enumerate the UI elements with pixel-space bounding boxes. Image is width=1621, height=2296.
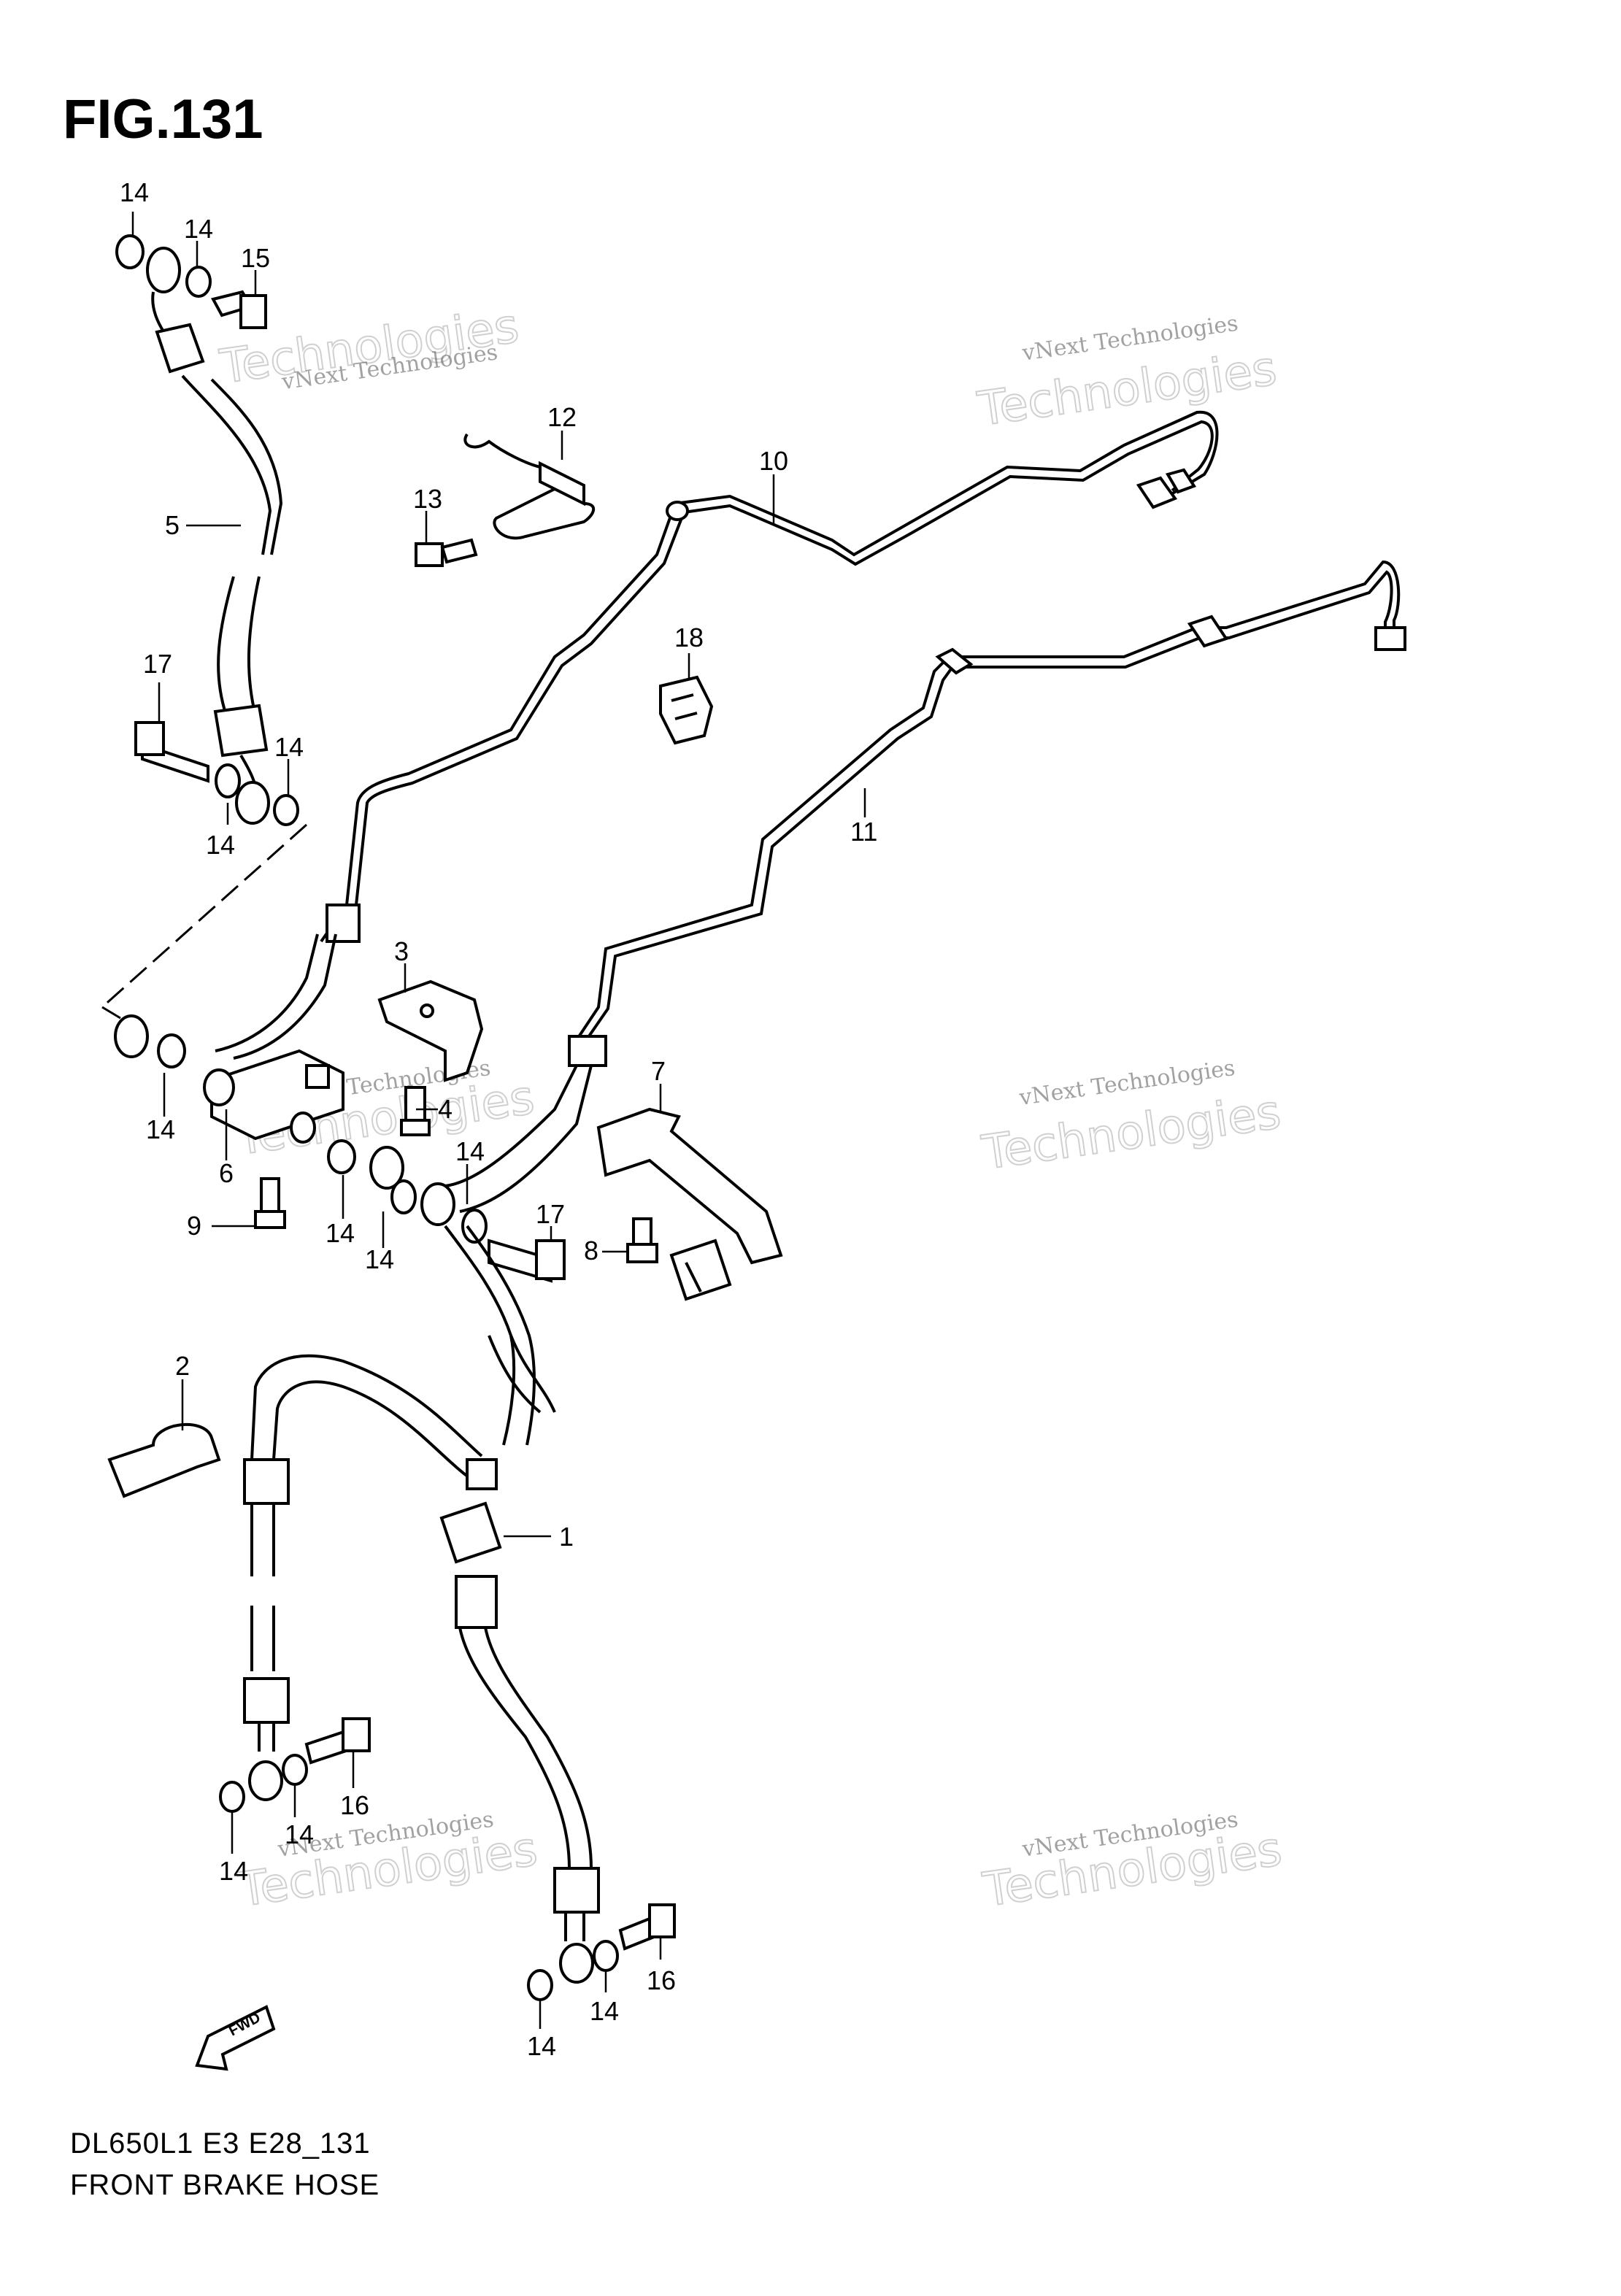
bolt-4 bbox=[400, 1086, 431, 1136]
callout-14: 14 bbox=[455, 1136, 485, 1166]
union-bolt-head bbox=[134, 721, 165, 756]
washer bbox=[327, 1139, 356, 1174]
hose-joint-left bbox=[114, 933, 337, 1068]
callout-14: 14 bbox=[527, 2031, 556, 2061]
pipe-fitting bbox=[935, 647, 974, 675]
bolt-9 bbox=[254, 1177, 286, 1229]
washer bbox=[593, 1940, 619, 1972]
banjo-fitting bbox=[235, 781, 270, 825]
watermark-top-right: Technologies vNext Technologies bbox=[974, 311, 1280, 438]
callout-14: 14 bbox=[365, 1244, 394, 1274]
washer bbox=[282, 1754, 308, 1786]
pipe-fitting bbox=[1136, 476, 1178, 509]
connection-line bbox=[101, 823, 307, 1009]
callout-11: 11 bbox=[850, 817, 877, 847]
diagram-caption: FRONT BRAKE HOSE bbox=[70, 2169, 380, 2201]
callout-14: 14 bbox=[120, 177, 149, 207]
watermark-mid-right: Technologies vNext Technologies bbox=[978, 1055, 1285, 1182]
callout-13: 13 bbox=[413, 484, 442, 514]
washer bbox=[461, 1209, 488, 1244]
callout-14: 14 bbox=[285, 1819, 314, 1849]
bracket-7 bbox=[596, 1107, 783, 1301]
callout-14: 14 bbox=[146, 1114, 175, 1144]
callout-14: 14 bbox=[184, 214, 213, 244]
callout-6: 6 bbox=[219, 1158, 234, 1188]
callout-1: 1 bbox=[559, 1522, 574, 1552]
watermark-bottom-left: Technologies vNext Technologies bbox=[234, 1807, 541, 1919]
union-bolt-head bbox=[239, 294, 267, 329]
pipe-nut bbox=[568, 1035, 607, 1067]
brake-hose-lower bbox=[219, 1225, 676, 2001]
pipe-fitting bbox=[1165, 468, 1197, 494]
callout-12: 12 bbox=[547, 402, 577, 432]
three-way-joint-6 bbox=[203, 1049, 344, 1144]
banjo-fitting bbox=[559, 1943, 594, 1984]
callout-18: 18 bbox=[674, 623, 704, 652]
bolt-13 bbox=[415, 538, 478, 567]
washer bbox=[390, 1179, 417, 1214]
callout-16: 16 bbox=[647, 1965, 676, 1995]
brake-pipe-10 bbox=[320, 410, 1219, 943]
callout-17: 17 bbox=[143, 649, 172, 679]
hose-clamp-2 bbox=[107, 1422, 221, 1498]
union-bolt-head bbox=[535, 1239, 566, 1280]
banjo-fitting bbox=[248, 1760, 283, 1801]
washer bbox=[115, 234, 145, 269]
pipe-clamp-18 bbox=[659, 675, 714, 745]
fwd-arrow-icon: FWD bbox=[195, 2005, 276, 2071]
banjo-fitting bbox=[146, 247, 181, 293]
callout-14: 14 bbox=[326, 1218, 355, 1248]
washer bbox=[273, 794, 299, 826]
callout-8: 8 bbox=[584, 1236, 598, 1266]
watermark-bottom-right: Technologies vNext Technologies bbox=[979, 1807, 1285, 1919]
figure-title: FIG.131 bbox=[63, 88, 263, 150]
callout-9: 9 bbox=[187, 1211, 201, 1241]
callout-14: 14 bbox=[590, 1996, 619, 2026]
connection-line bbox=[101, 1006, 121, 1020]
brake-hose-clamp-12 bbox=[463, 433, 596, 540]
washer bbox=[157, 1033, 186, 1068]
washer bbox=[527, 1969, 553, 2001]
callout-5: 5 bbox=[165, 510, 180, 540]
callout-2: 2 bbox=[175, 1351, 190, 1381]
callout-3: 3 bbox=[394, 936, 409, 966]
washer bbox=[219, 1781, 245, 1813]
union-bolt-head bbox=[342, 1717, 371, 1752]
pipe-nut bbox=[1374, 626, 1406, 651]
callout-labels: 14 14 15 5 17 14 14 12 13 10 18 11 3 7 1… bbox=[120, 177, 877, 2061]
pipe-nut bbox=[326, 904, 361, 943]
callout-10: 10 bbox=[759, 446, 788, 476]
bolt-8 bbox=[626, 1217, 658, 1263]
brake-pipe-11 bbox=[568, 560, 1406, 1067]
brake-hose-upper bbox=[115, 234, 299, 826]
callout-15: 15 bbox=[241, 243, 270, 273]
pipe-fitting bbox=[1187, 615, 1229, 648]
washer bbox=[215, 763, 241, 798]
union-bolt-head bbox=[648, 1903, 676, 1938]
callout-17: 17 bbox=[536, 1199, 565, 1229]
callout-14: 14 bbox=[274, 732, 304, 762]
watermark-text: Technologies bbox=[974, 342, 1279, 437]
washer bbox=[185, 266, 212, 298]
bracket-3 bbox=[377, 979, 484, 1082]
callout-14: 14 bbox=[206, 830, 235, 860]
banjo-fitting bbox=[420, 1182, 455, 1226]
model-code: DL650L1 E3 E28_131 bbox=[70, 2127, 371, 2160]
callout-14: 14 bbox=[219, 1856, 248, 1886]
banjo-fitting bbox=[114, 1014, 149, 1058]
callout-7: 7 bbox=[651, 1056, 666, 1086]
hose-clamp-1 bbox=[439, 1501, 502, 1564]
callout-16: 16 bbox=[340, 1790, 369, 1820]
leader-lines bbox=[131, 212, 866, 2029]
callout-4: 4 bbox=[438, 1094, 453, 1124]
banjo-fitting bbox=[369, 1146, 404, 1190]
